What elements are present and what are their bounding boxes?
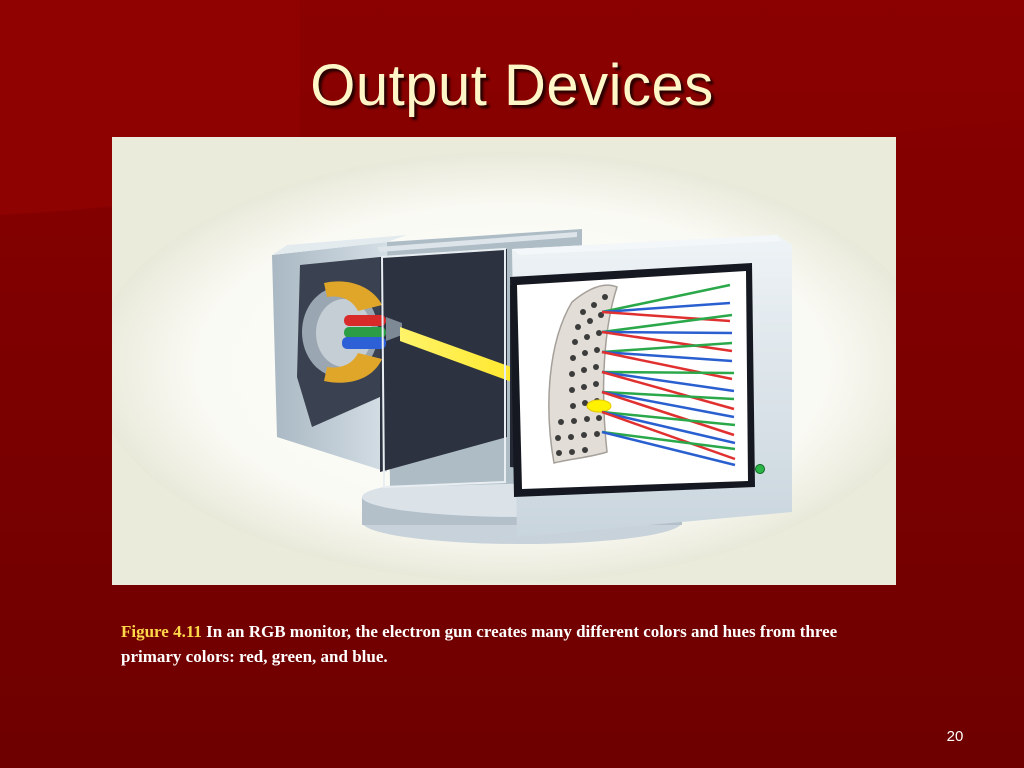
figure-label: Figure 4.11 bbox=[121, 622, 202, 641]
figure-caption-text: In an RGB monitor, the electron gun crea… bbox=[121, 622, 838, 666]
slide-title: Output Devices bbox=[310, 53, 714, 118]
figure-caption: Figure 4.11 In an RGB monitor, the elect… bbox=[121, 619, 881, 669]
electron-gun bbox=[342, 315, 402, 349]
figure-image bbox=[112, 137, 896, 585]
rgb-color-beams bbox=[601, 283, 736, 467]
page-number: 20 bbox=[946, 728, 964, 745]
crt-monitor-illustration bbox=[112, 152, 896, 582]
power-indicator-light bbox=[755, 464, 765, 474]
